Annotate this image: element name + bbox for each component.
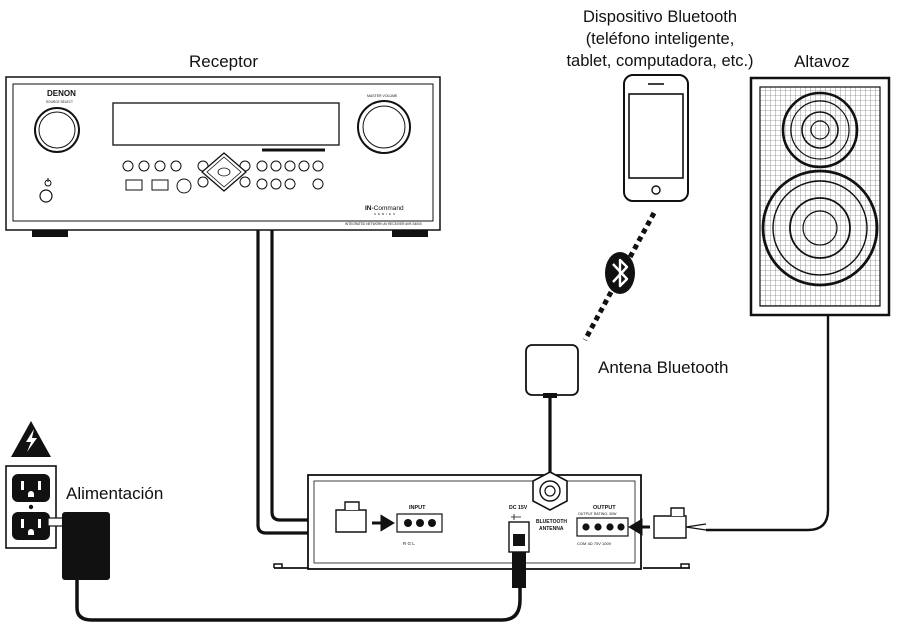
input-arrow xyxy=(372,514,395,532)
bluetooth-antenna xyxy=(525,344,579,398)
output-rating-label: OUTPUT RATING: 30W xyxy=(578,512,617,516)
bluetooth-device-label: Dispositivo Bluetooth (teléfono intelige… xyxy=(545,6,775,72)
receiver-foot-left xyxy=(32,229,68,237)
power-adapter-cable xyxy=(75,580,522,622)
smartphone-icon xyxy=(623,74,689,202)
dc-label: DC 15V xyxy=(509,505,528,511)
receiver-label: Receptor xyxy=(189,52,258,71)
series-sub-text: SERIES xyxy=(374,212,397,216)
input-terminal-block xyxy=(396,513,443,533)
power-adapter-icon xyxy=(47,512,110,580)
receiver-power-button xyxy=(39,189,53,203)
output-plug-wires xyxy=(685,523,707,531)
receiver-display xyxy=(112,102,340,146)
receiver-foot-right xyxy=(392,229,428,237)
receiver-power-icon xyxy=(44,178,52,187)
input-label: INPUT xyxy=(409,505,426,511)
source-select-text: SOURCE SELECT xyxy=(46,100,73,104)
series-logo-text: Command xyxy=(374,205,404,212)
bluetooth-icon xyxy=(605,252,635,294)
bluetooth-device-label-line2: (teléfono inteligente, xyxy=(585,30,735,48)
av-receiver: DENON SOURCE SELECT MASTER VOLUME xyxy=(5,76,441,237)
speaker-cable xyxy=(706,315,830,532)
cables xyxy=(75,230,830,622)
input-plug xyxy=(335,501,367,533)
receiver-model-text: INTEGRATED NETWORK AV RECEIVER AVR-S4000 xyxy=(345,222,422,226)
dc-jack-plug xyxy=(508,521,530,588)
receiver-series-logo: IN-Command SERIES xyxy=(365,205,404,216)
output-label: OUTPUT xyxy=(593,505,616,511)
master-volume-text: MASTER VOLUME xyxy=(367,94,398,98)
antenna-connector xyxy=(532,471,568,511)
receiver-cable-left xyxy=(256,230,336,535)
bluetooth-device-label-line1: Dispositivo Bluetooth xyxy=(582,8,738,26)
bluetooth-receiver-device: INPUT R G L DC 15V BLUETOOTH ANTENNA OUT xyxy=(273,471,707,588)
speaker-label: Altavoz xyxy=(794,52,850,71)
input-pins-label: R G L xyxy=(403,541,415,546)
receiver-cable-right xyxy=(270,230,336,522)
speaker-icon xyxy=(749,76,891,317)
output-plug xyxy=(653,507,687,539)
svg-text:IN-Command: IN-Command xyxy=(365,205,404,212)
antenna-label-1: BLUETOOTH xyxy=(536,519,567,525)
power-label: Alimentación xyxy=(66,484,164,503)
master-volume-knob xyxy=(357,100,411,154)
source-select-knob xyxy=(34,107,80,153)
series-logo-bold: IN- xyxy=(365,205,374,212)
receiver-navigation-pad xyxy=(201,152,247,192)
dc-polarity-icon xyxy=(511,514,521,520)
receiver-button-row xyxy=(122,160,324,194)
receiver-brand: DENON xyxy=(47,89,76,98)
output-arrow xyxy=(628,518,650,536)
antenna-label: Antena Bluetooth xyxy=(598,358,729,377)
antenna-label-2: ANTENNA xyxy=(539,526,564,532)
output-pins-label: COM 4Ω 70V 100V xyxy=(577,541,612,546)
wall-outlet-icon xyxy=(5,465,57,549)
high-voltage-warning-icon xyxy=(11,421,51,457)
output-terminal-block xyxy=(576,517,629,537)
bluetooth-device-label-line3: tablet, computadora, etc.) xyxy=(566,52,754,70)
